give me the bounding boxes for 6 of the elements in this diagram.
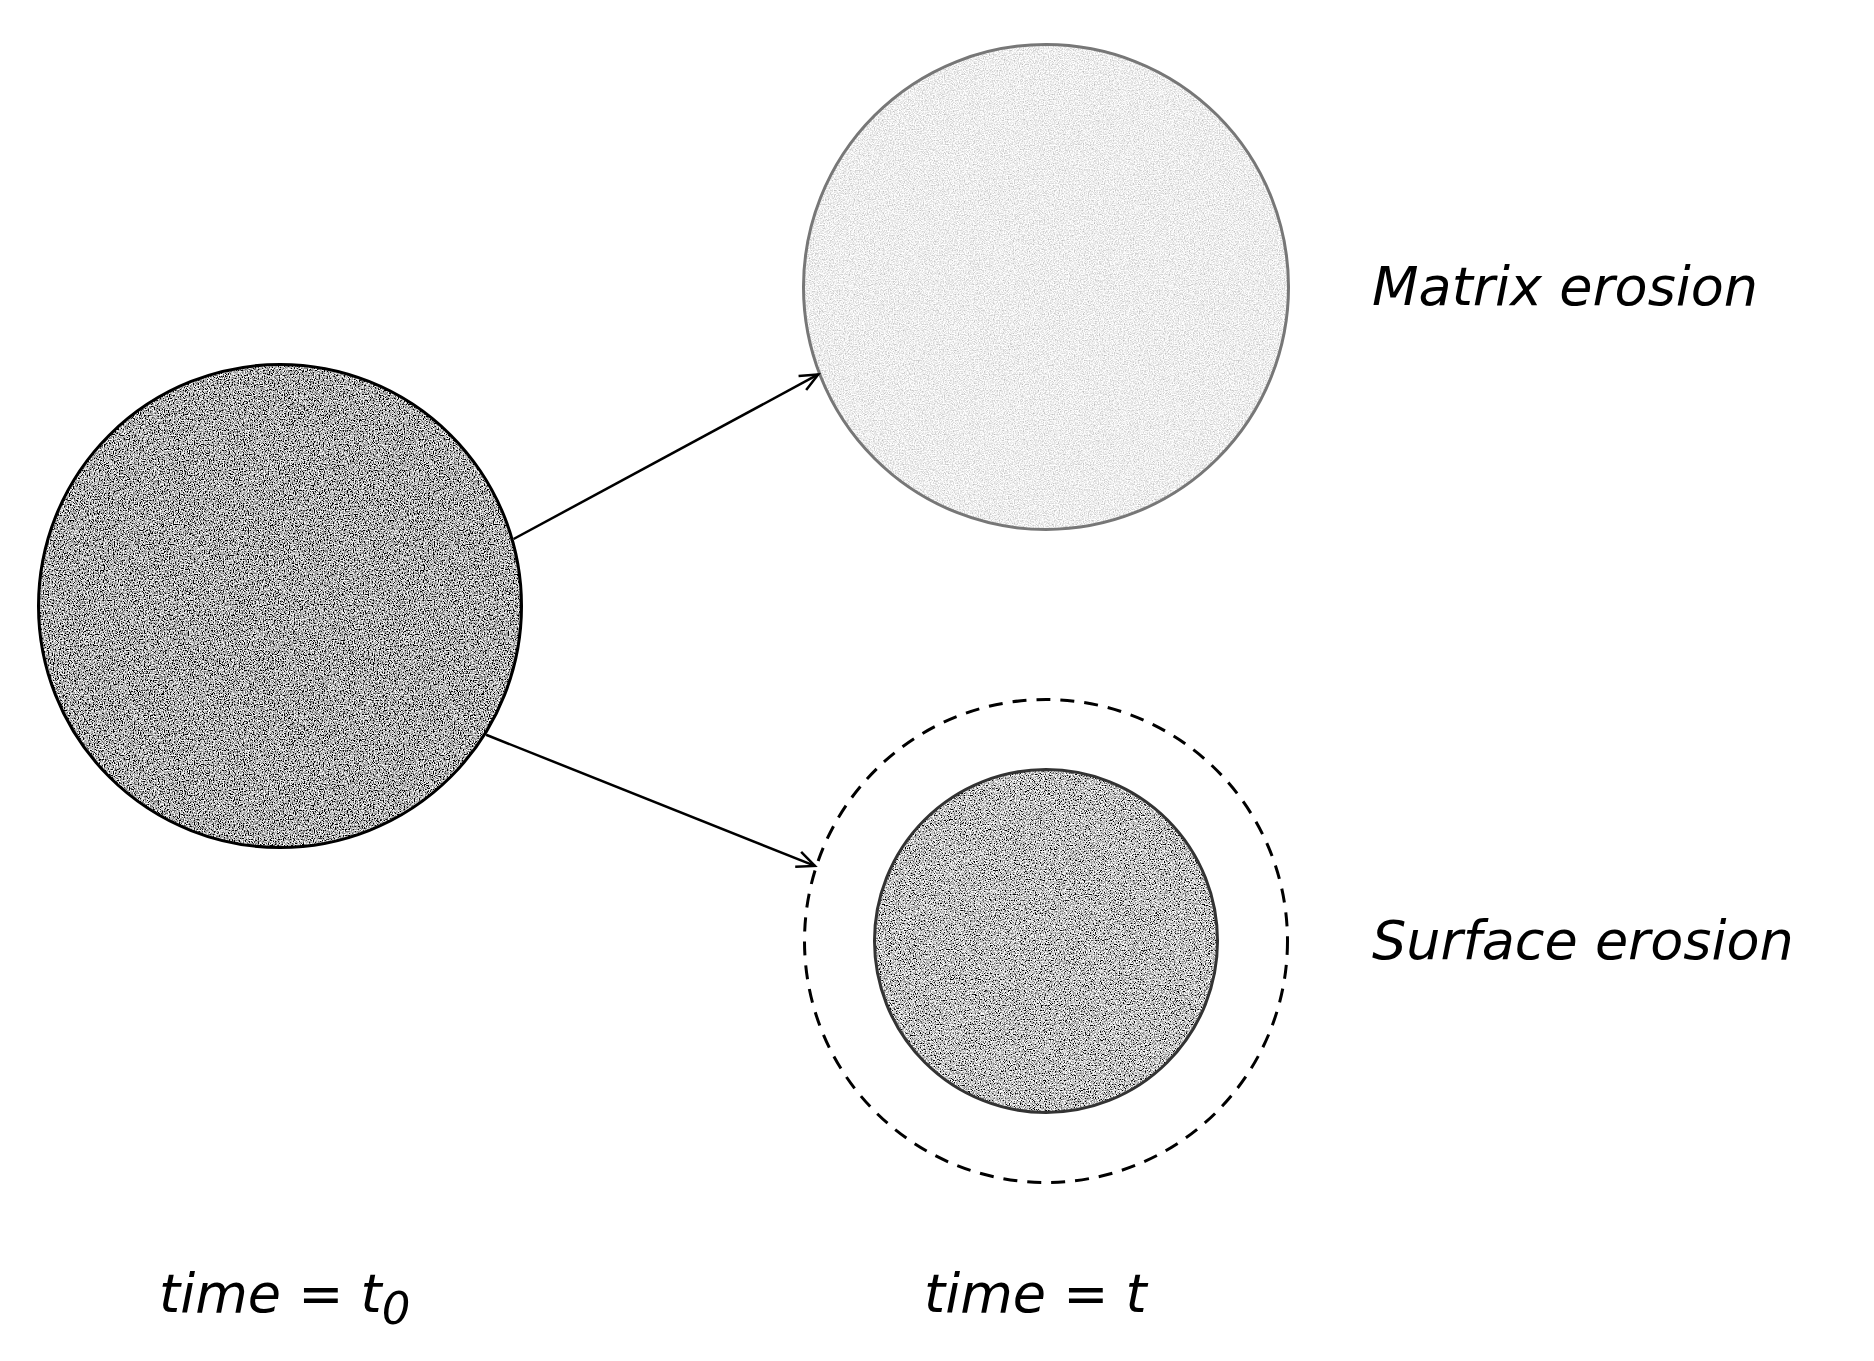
time-label: time = t$_{0}$ xyxy=(159,1262,411,1336)
outcome-label: Matrix erosion xyxy=(1372,255,1759,320)
time-label: time = t xyxy=(924,1262,1147,1327)
arrow xyxy=(485,733,817,868)
outcome-label: Surface erosion xyxy=(1372,909,1794,974)
arrow xyxy=(513,373,820,541)
